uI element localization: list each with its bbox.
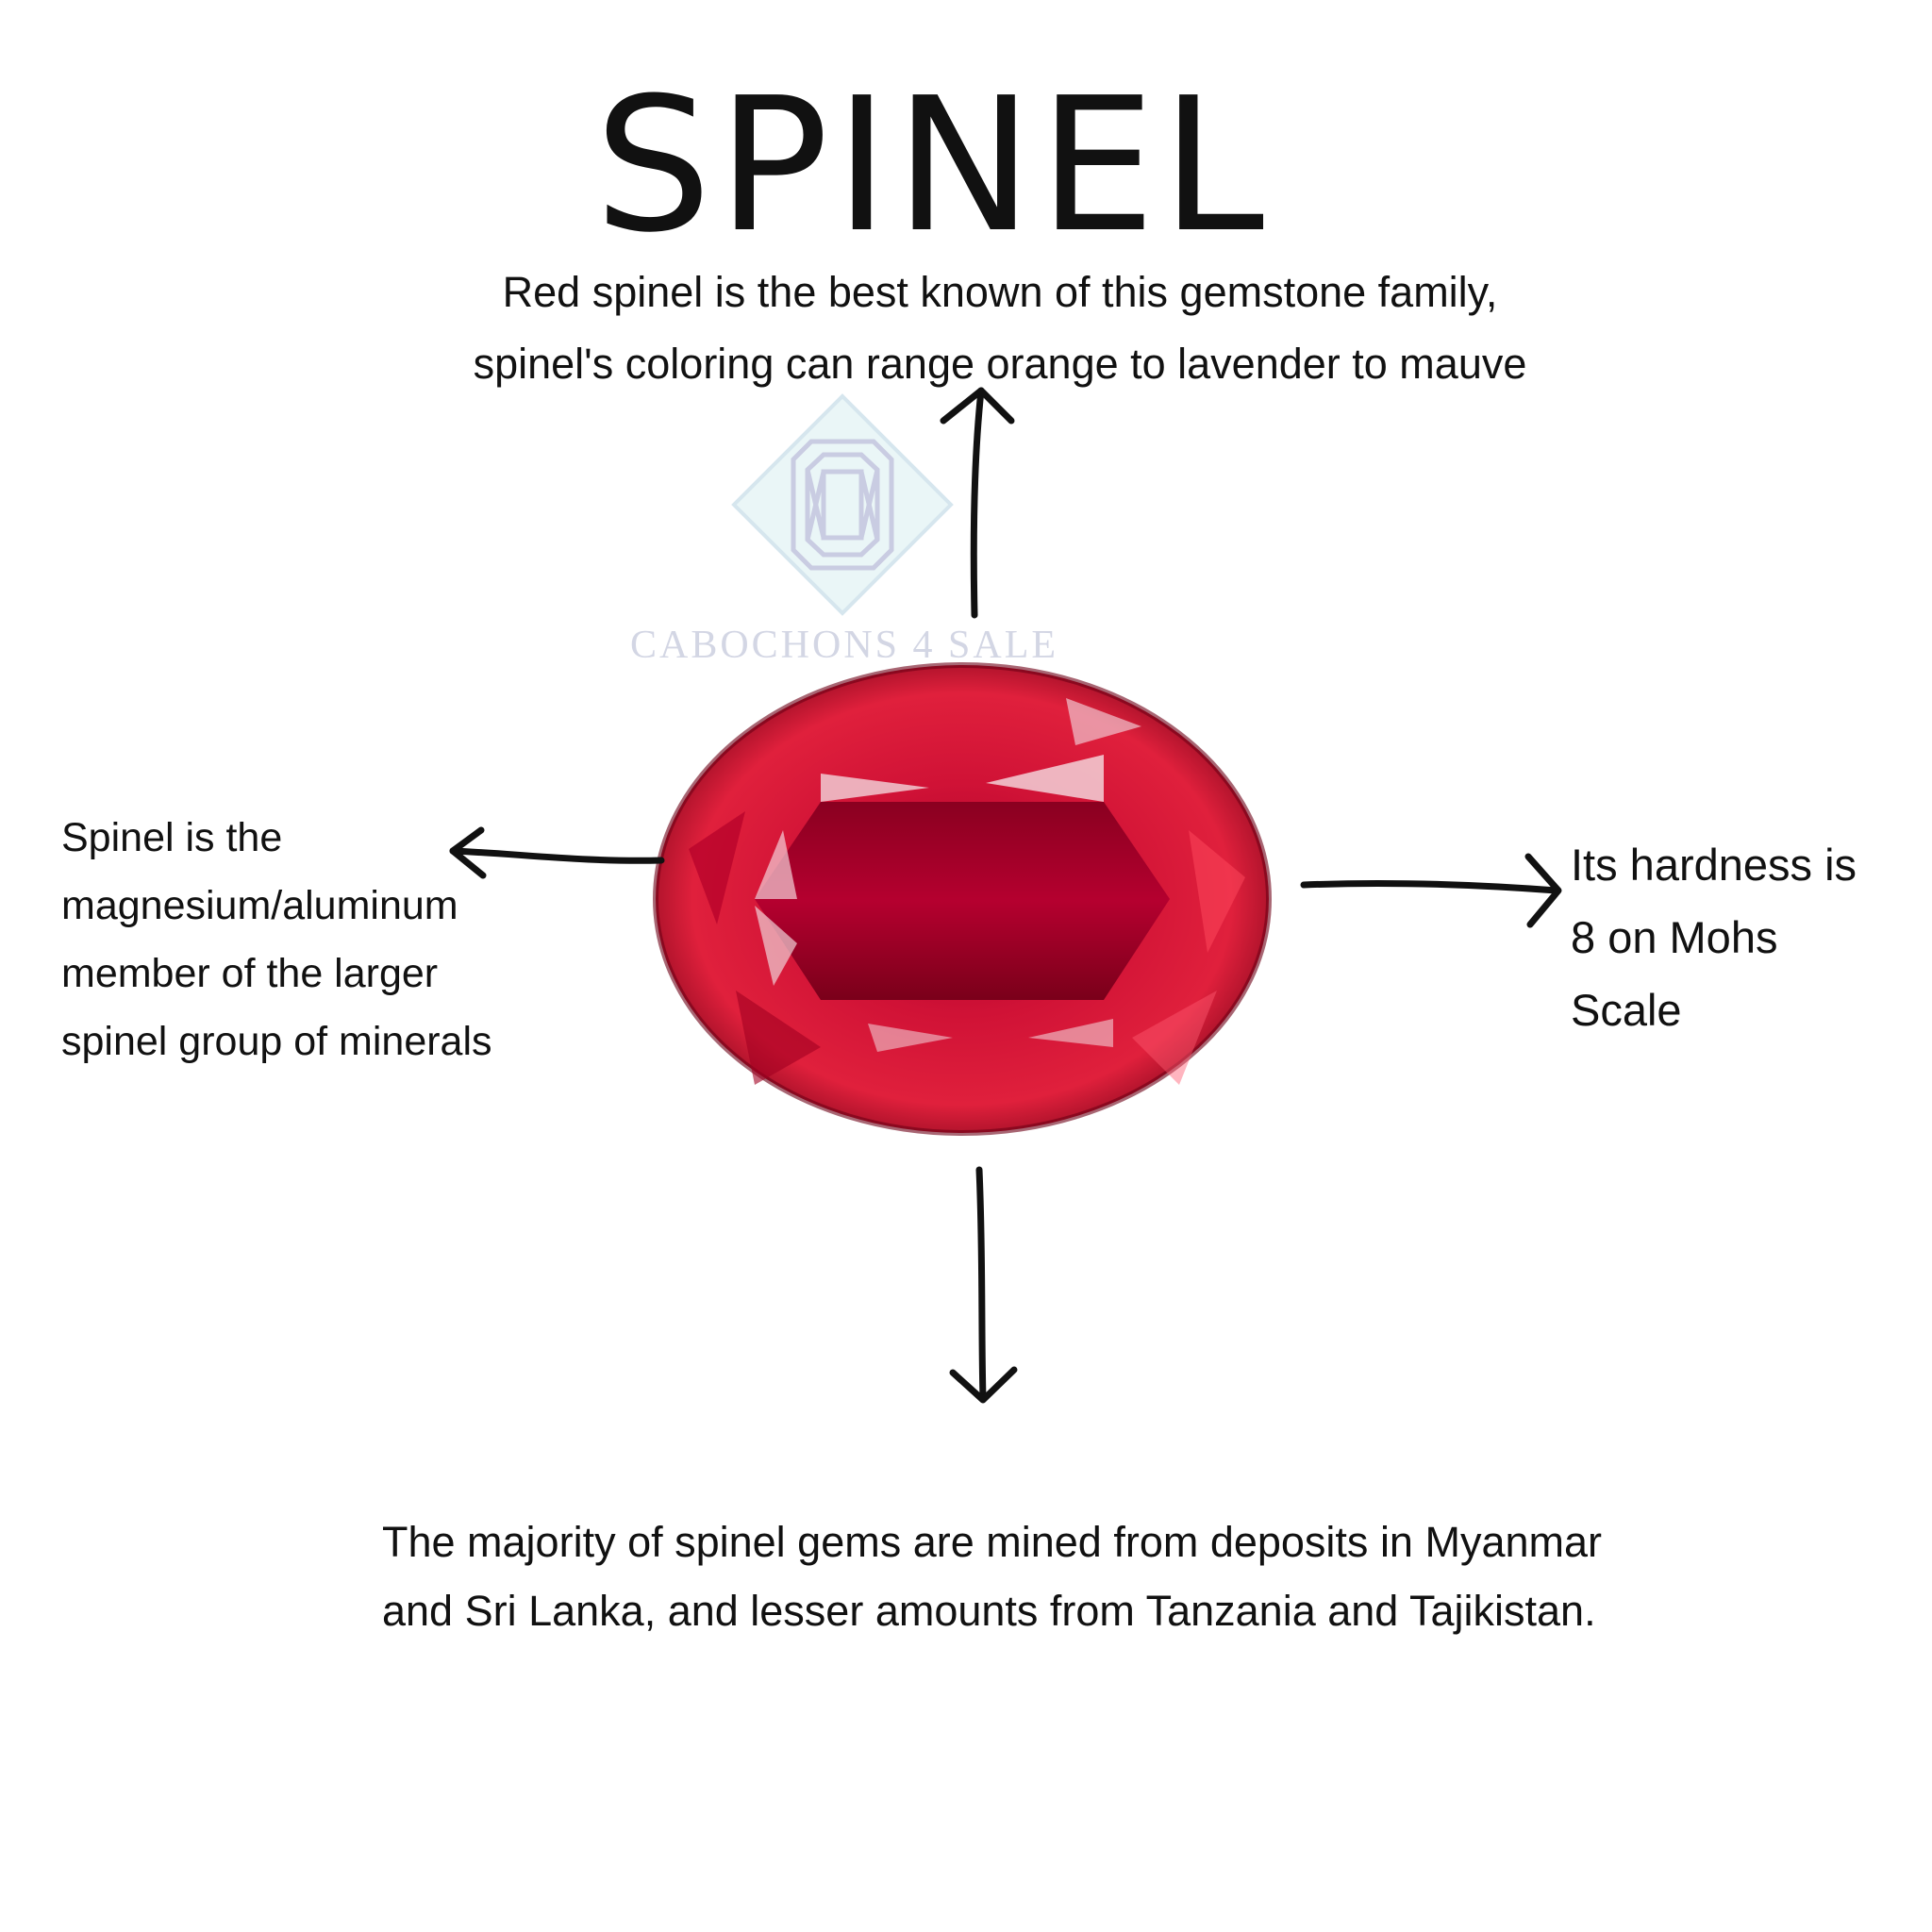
intro-text: Red spinel is the best known of this gem… bbox=[358, 257, 1641, 400]
arrow-down bbox=[949, 1166, 1018, 1404]
note-line: member of the larger bbox=[61, 951, 439, 996]
origin-note: The majority of spinel gems are mined fr… bbox=[382, 1507, 1759, 1645]
page-title: SPINEL bbox=[594, 58, 1271, 274]
intro-line: Red spinel is the best known of this gem… bbox=[502, 268, 1498, 316]
note-line: The majority of spinel gems are mined fr… bbox=[382, 1518, 1603, 1566]
note-line: Scale bbox=[1571, 985, 1682, 1035]
intro-line: spinel's coloring can range orange to la… bbox=[473, 340, 1527, 388]
watermark-logo bbox=[731, 393, 954, 616]
spinel-gem-image bbox=[653, 662, 1272, 1136]
watermark-text: CABOCHONS 4 SALE bbox=[629, 624, 1059, 667]
arrow-left bbox=[449, 826, 665, 879]
hardness-note: Its hardness is 8 on Mohs Scale bbox=[1571, 828, 1929, 1046]
note-line: magnesium/aluminum bbox=[61, 883, 458, 928]
arrow-up bbox=[940, 387, 1015, 619]
arrow-right bbox=[1300, 853, 1562, 928]
note-line: spinel group of minerals bbox=[61, 1019, 492, 1064]
note-line: Its hardness is bbox=[1571, 840, 1857, 890]
emerald-cut-gem-icon bbox=[791, 439, 894, 571]
note-line: Spinel is the bbox=[61, 815, 283, 860]
note-line: and Sri Lanka, and lesser amounts from T… bbox=[382, 1587, 1596, 1635]
note-line: 8 on Mohs bbox=[1571, 912, 1778, 962]
composition-note: Spinel is the magnesium/aluminum member … bbox=[61, 804, 552, 1075]
